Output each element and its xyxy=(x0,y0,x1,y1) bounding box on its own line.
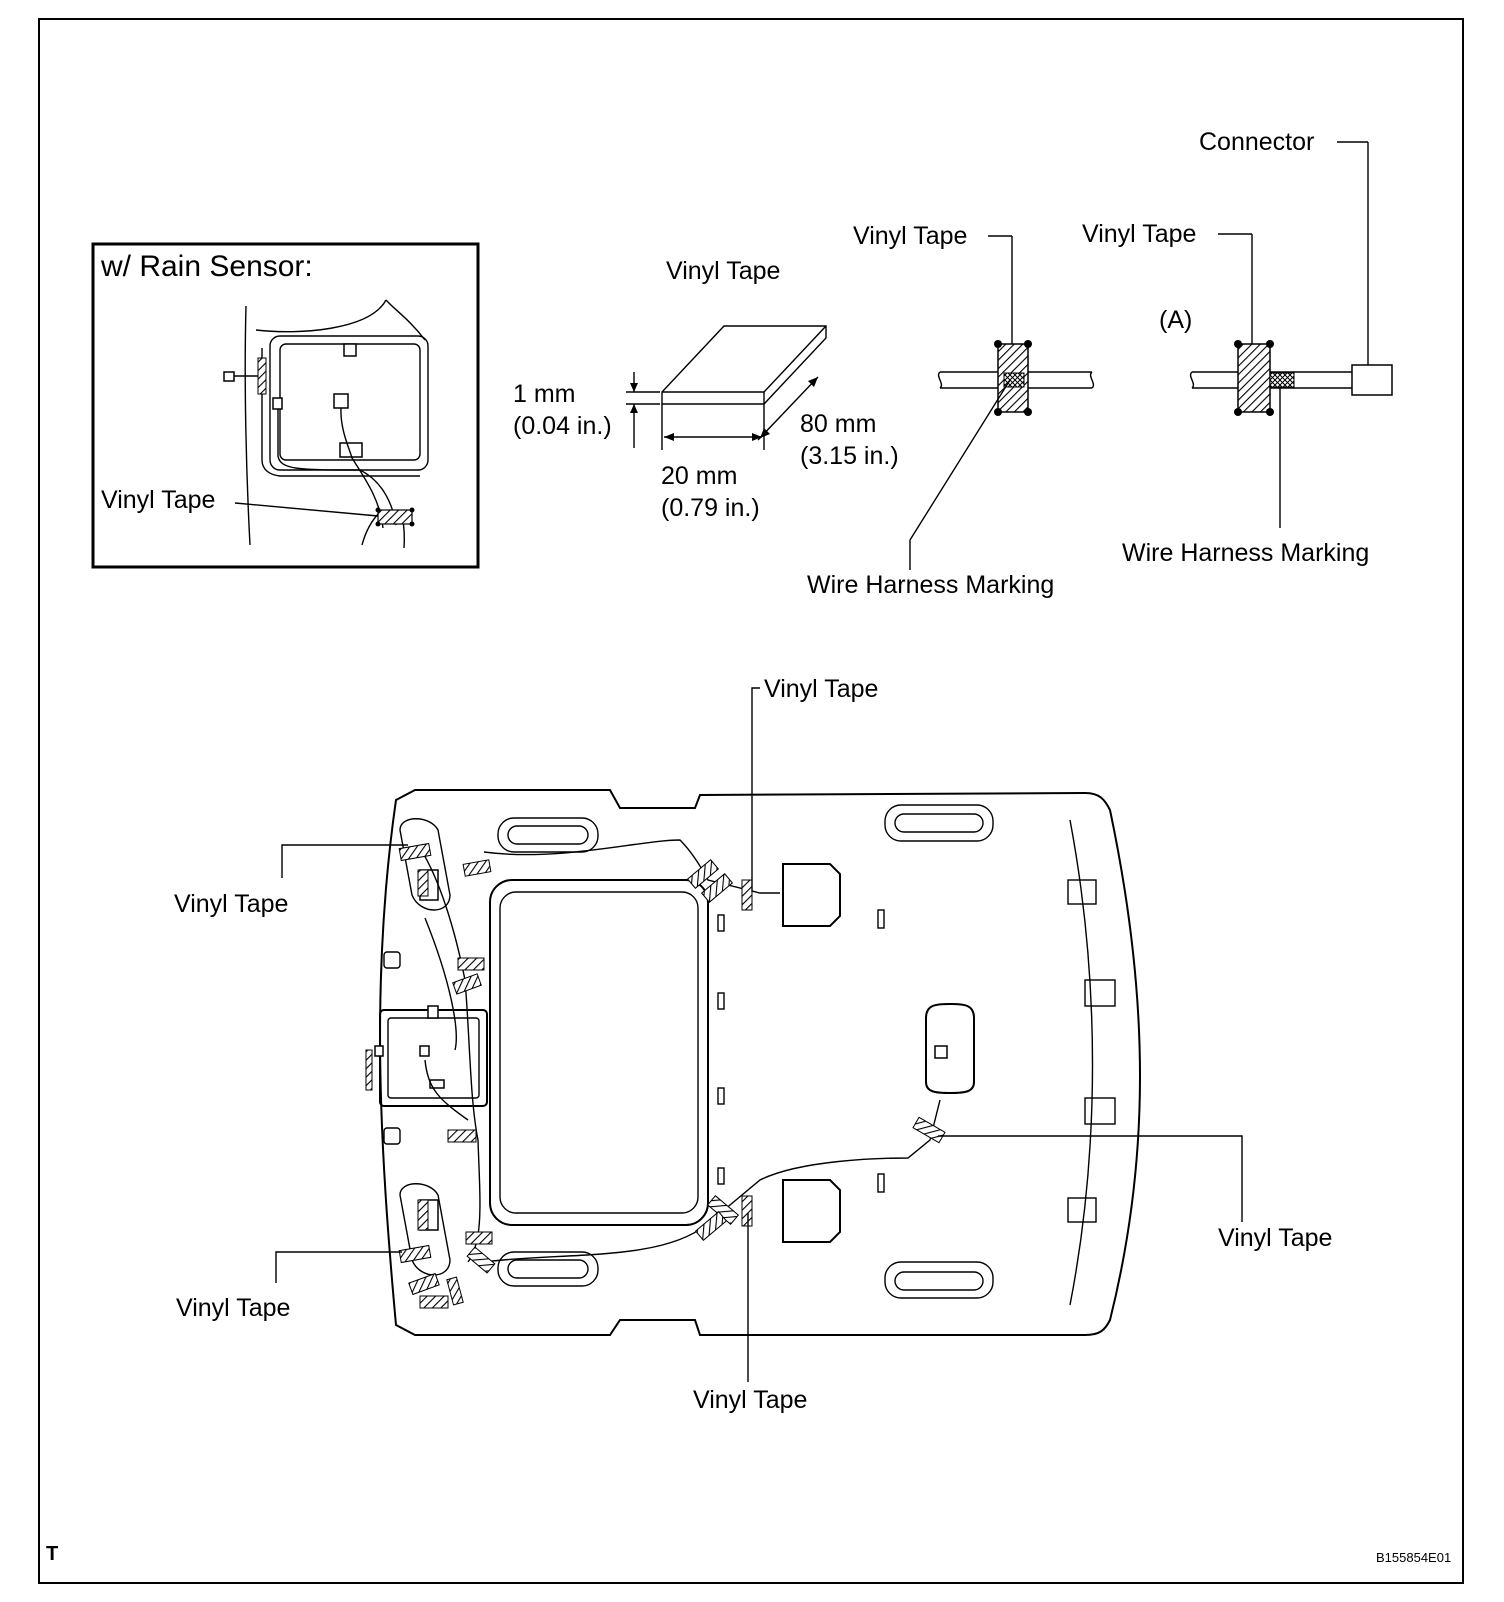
headliner-label-left-lower: Vinyl Tape xyxy=(176,1294,290,1322)
tape-width-in: (0.79 in.) xyxy=(661,494,760,522)
wrap-detail-diagram: Vinyl Tape Wire Harness Marking xyxy=(807,222,1095,599)
tape-length-in: (3.15 in.) xyxy=(800,442,899,470)
headliner-tape-marks xyxy=(398,842,946,1309)
inset-tape-label: Vinyl Tape xyxy=(101,486,215,514)
connector-tape-label: Vinyl Tape xyxy=(1082,220,1196,248)
tape-spec-diagram: Vinyl Tape 1 mm (0.04 in.) 20 mm (0.79 i… xyxy=(513,257,899,522)
wrap-tape-label: Vinyl Tape xyxy=(853,222,967,250)
connector-label: Connector xyxy=(1199,128,1314,156)
figure-frame xyxy=(38,18,1464,1584)
connector-marking-label: Wire Harness Marking xyxy=(1122,539,1369,567)
connector-detail-diagram: Connector Vinyl Tape (A) Wire Harness Ma… xyxy=(1082,128,1393,567)
headliner-label-left-upper: Vinyl Tape xyxy=(174,890,288,918)
connector-tag-a: (A) xyxy=(1159,306,1192,334)
tape-thickness: 1 mm xyxy=(513,380,576,408)
headliner-label-top: Vinyl Tape xyxy=(764,675,878,703)
headliner-diagram: Vinyl Tape Vinyl Tape Vinyl Tape Vinyl T… xyxy=(174,675,1332,1414)
corner-mark: T xyxy=(46,1543,58,1565)
tape-length: 80 mm xyxy=(800,410,876,438)
rain-sensor-inset: w/ Rain Sensor: Vinyl Tape xyxy=(91,242,480,569)
tape-thickness-in: (0.04 in.) xyxy=(513,412,612,440)
tape-width: 20 mm xyxy=(661,462,737,490)
tape-spec-title: Vinyl Tape xyxy=(666,257,780,285)
figure-id: B155854E01 xyxy=(1376,1550,1451,1565)
headliner-label-right: Vinyl Tape xyxy=(1218,1224,1332,1252)
inset-title: w/ Rain Sensor: xyxy=(100,250,313,283)
wrap-marking-label: Wire Harness Marking xyxy=(807,571,1054,599)
headliner-label-bottom: Vinyl Tape xyxy=(693,1386,807,1414)
